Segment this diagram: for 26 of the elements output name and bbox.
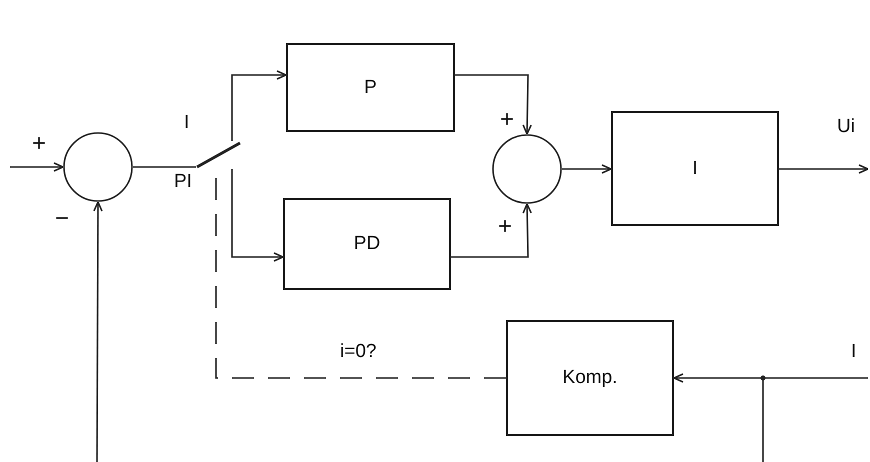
block-label: PD [354, 233, 380, 255]
sign-label: + [498, 215, 512, 239]
summing-junction [63, 132, 133, 202]
signal-arrow [93, 201, 103, 462]
block-label: I [692, 158, 698, 180]
summing-junction [492, 134, 562, 204]
signal-arrow [562, 164, 612, 174]
block-label: Komp. [562, 367, 618, 389]
signal-arrow [231, 169, 284, 262]
signal-arrow [10, 162, 64, 172]
sign-label: − [55, 207, 70, 231]
sign-label: + [32, 132, 46, 156]
block-box [611, 111, 779, 226]
sign-label: + [500, 108, 514, 132]
block-label: P [364, 76, 377, 98]
signal-arrow [231, 70, 287, 141]
signal-arrow [673, 373, 869, 462]
switch-position-label: I [184, 113, 190, 132]
block-box [283, 198, 451, 290]
switch-position-label: PI [174, 172, 192, 191]
block-box [286, 43, 455, 132]
signal-arrow [779, 164, 869, 174]
signal-arrow [455, 74, 532, 135]
signal-arrow [451, 203, 532, 258]
block-box [506, 320, 674, 436]
switch-symbol [196, 141, 242, 169]
